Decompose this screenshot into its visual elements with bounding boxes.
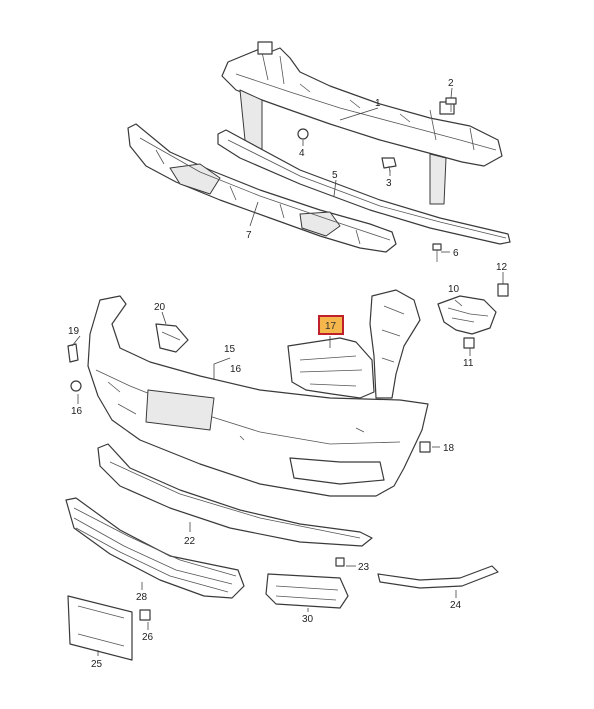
callout-labels: 1 2 3 4 5 6 7 10 11 12 15 16 16 18 19 20…: [68, 78, 508, 670]
part-4-nut: [297, 128, 309, 140]
part-19-clip: [67, 343, 79, 363]
part-26-screw: [139, 609, 151, 621]
callout-10: 10: [448, 284, 460, 295]
part-28-grille: [65, 497, 245, 599]
callout-15: 15: [224, 344, 236, 355]
callout-5: 5: [332, 170, 338, 181]
part-16-fastener: [70, 380, 82, 392]
callout-7: 7: [246, 230, 252, 241]
callout-16-lower: 16: [71, 406, 83, 417]
part-17-bumper-bracket: [287, 289, 421, 399]
part-20-bracket: [155, 323, 189, 353]
leader-lines: [71, 87, 504, 656]
part-25-license-plate-bracket: [67, 595, 133, 661]
part-5-impact-strip: [217, 129, 511, 245]
callout-24: 24: [450, 600, 462, 611]
callout-3: 3: [386, 178, 392, 189]
callout-19: 19: [68, 326, 80, 337]
callout-4: 4: [299, 148, 305, 159]
part-1-bumper-carrier: [221, 41, 503, 205]
part-6-clip: [432, 243, 442, 262]
callout-12: 12: [496, 262, 508, 273]
callout-11: 11: [463, 358, 474, 369]
callout-2: 2: [448, 78, 454, 89]
callout-22: 22: [184, 536, 196, 547]
part-3-bolt: [381, 157, 397, 173]
part-10-guide-bracket: [437, 295, 497, 335]
callout-16-upper: 16: [230, 364, 242, 375]
part-11-clip: [463, 337, 475, 349]
part-24-trim-strip: [377, 565, 499, 589]
part-30-fog-cover: [265, 573, 349, 609]
part-7-energy-absorber: [127, 123, 397, 253]
callout-18: 18: [443, 443, 455, 454]
callout-23: 23: [358, 562, 370, 573]
part-2-bolt: [445, 97, 457, 112]
callout-6: 6: [453, 248, 459, 259]
part-23-clip: [335, 557, 345, 567]
callout-17: 17: [325, 321, 337, 332]
callout-28: 28: [136, 592, 148, 603]
part-18-bolt: [419, 441, 431, 453]
callout-17-highlight: 17: [318, 315, 344, 335]
callout-25: 25: [91, 659, 103, 670]
part-15-bumper-cover: [87, 295, 429, 497]
callout-1: 1: [375, 98, 381, 109]
part-22-lower-spoiler: [97, 443, 373, 547]
callout-26: 26: [142, 632, 154, 643]
part-12-clip: [497, 283, 509, 297]
callout-20: 20: [154, 302, 166, 313]
callout-30: 30: [302, 614, 314, 625]
